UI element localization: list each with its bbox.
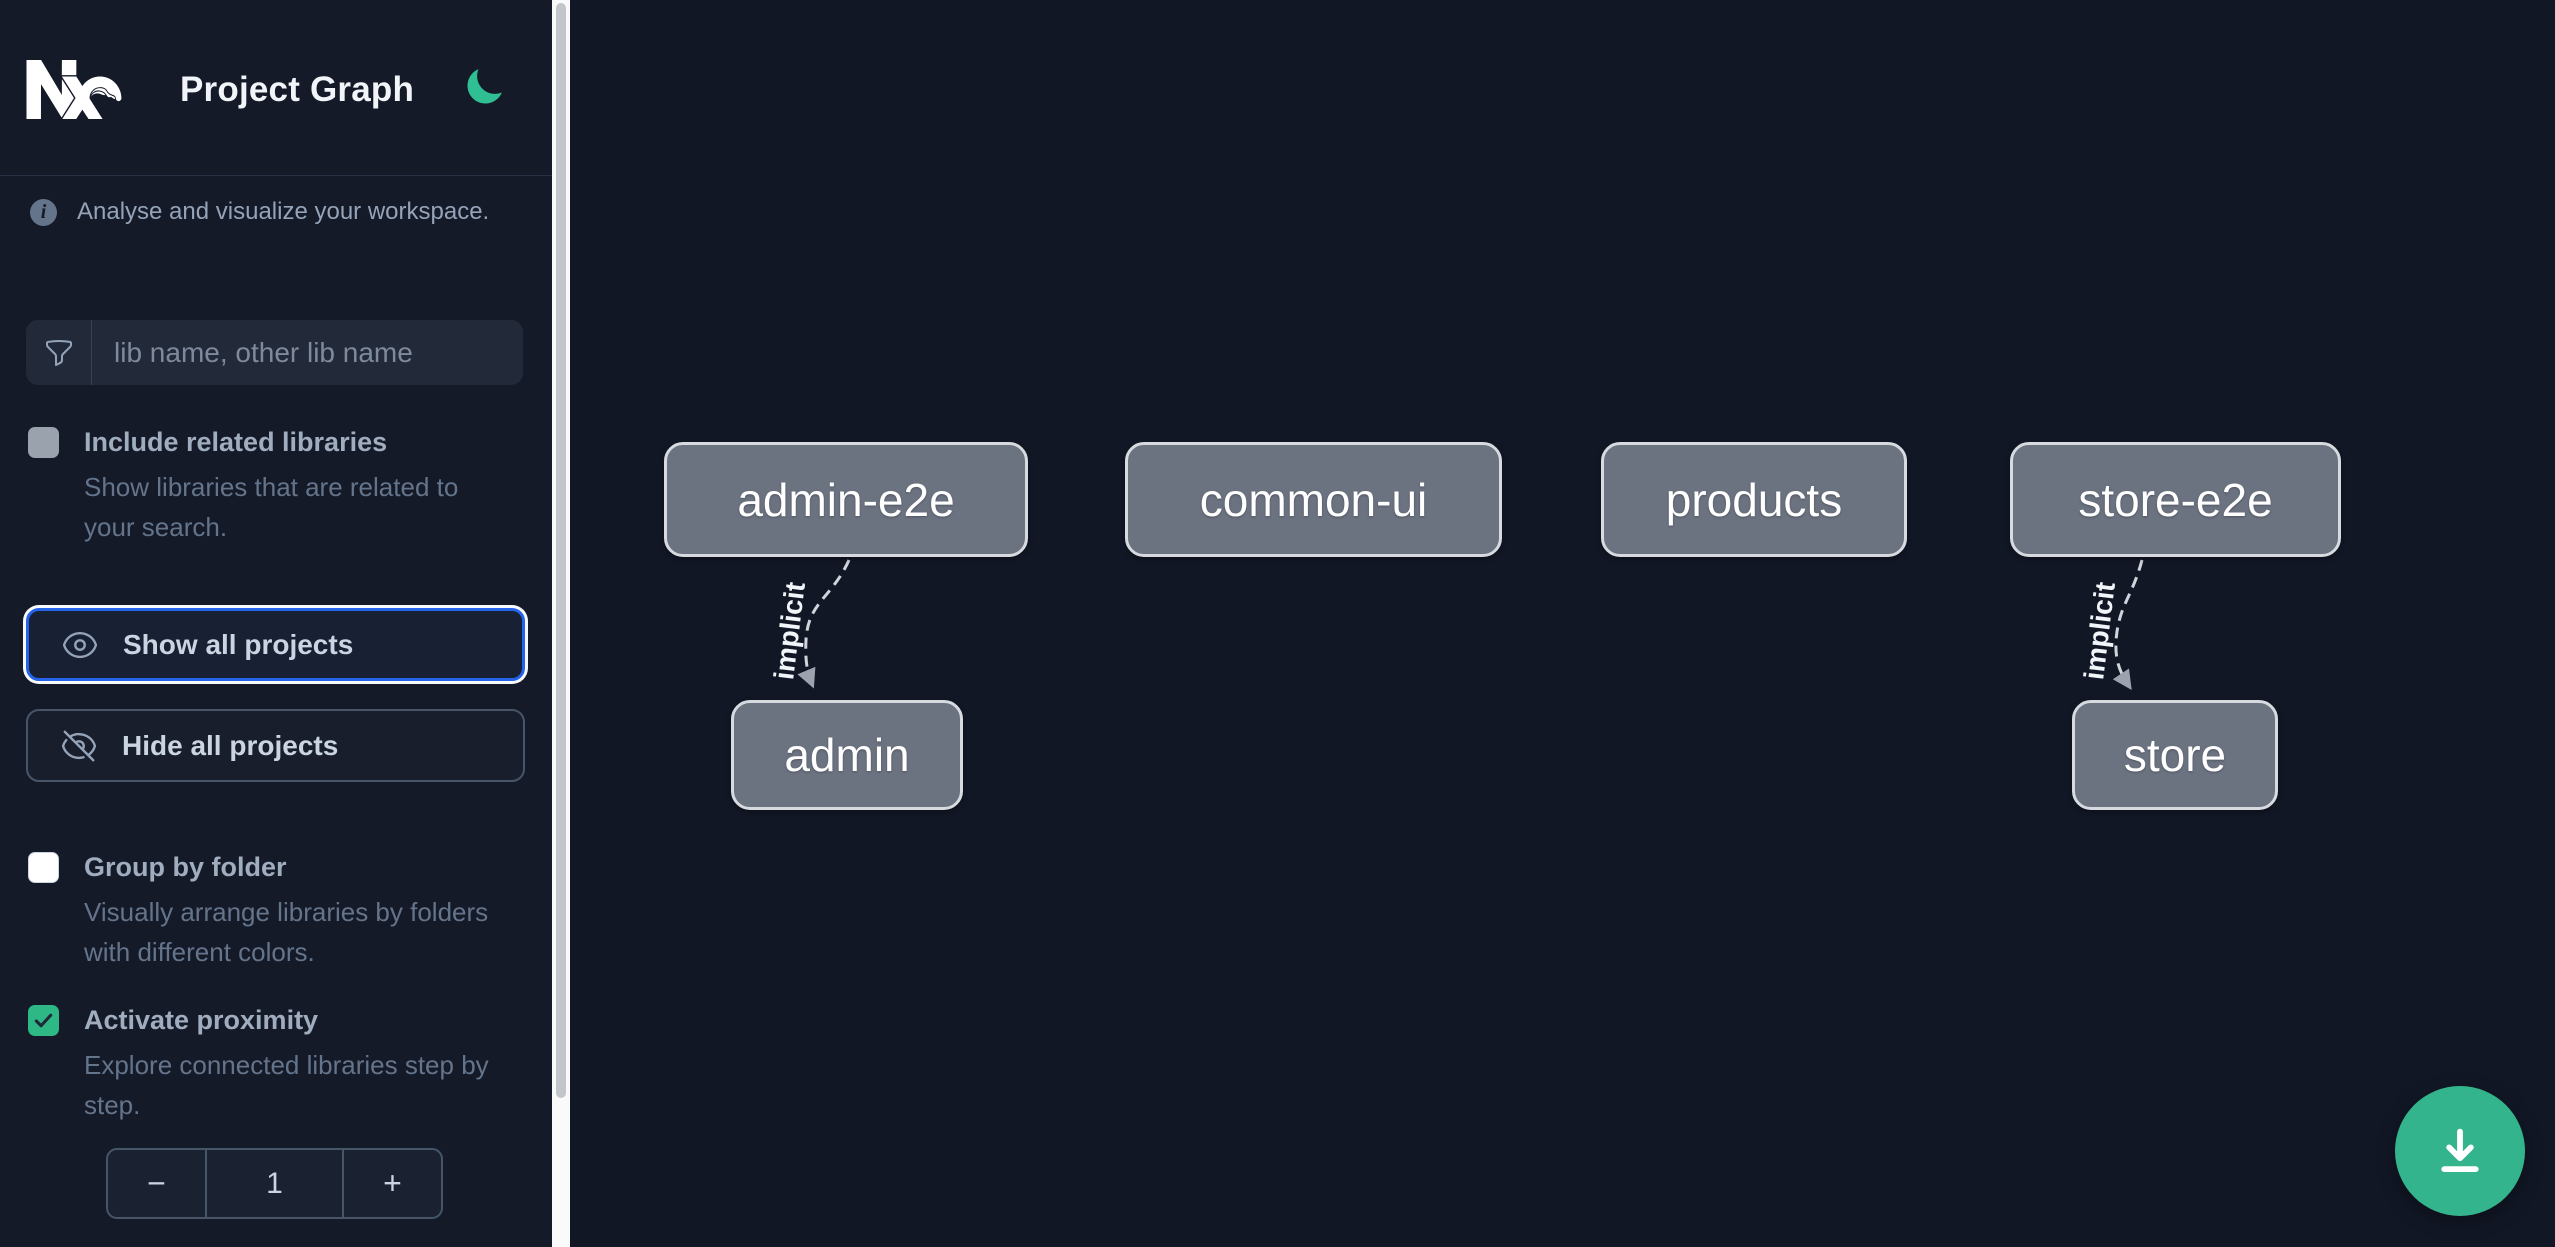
activate-proximity-label[interactable]: Activate proximity [84,1005,319,1035]
decrement-button[interactable]: − [108,1150,207,1217]
activate-proximity-description: Explore connected libraries step by step… [84,1050,489,1120]
include-related-label[interactable]: Include related libraries [84,427,388,457]
sidebar: Project Graph i Analyse and visualize yo… [0,0,552,1247]
eye-icon [62,631,98,658]
option-include-related: Include related libraries Show libraries… [28,427,528,547]
sidebar-scrollbar-thumb[interactable] [556,3,566,1098]
node-admin-e2e[interactable]: admin-e2e [664,442,1028,557]
search-input[interactable] [92,320,523,385]
sidebar-header: Project Graph [0,0,552,176]
graph-edges: implicit implicit [768,559,2144,691]
node-store-e2e[interactable]: store-e2e [2010,442,2341,557]
increment-button[interactable]: + [342,1150,441,1217]
download-icon [2441,1128,2479,1173]
show-all-projects-button[interactable]: Show all projects [26,608,525,681]
option-activate-proximity: Activate proximity Explore connected lib… [28,1005,528,1125]
show-all-projects-label: Show all projects [123,628,354,660]
download-graph-button[interactable] [2395,1086,2525,1216]
eye-off-icon [61,730,97,761]
proximity-depth-stepper: − 1 + [106,1148,443,1219]
edge-admin-e2e-admin [797,559,851,689]
activate-proximity-checkbox[interactable] [28,1005,59,1036]
node-common-ui[interactable]: common-ui [1125,442,1502,557]
hide-all-projects-button[interactable]: Hide all projects [26,709,525,782]
theme-toggle-button[interactable] [458,62,510,114]
page-title: Project Graph [180,70,415,109]
tagline: i Analyse and visualize your workspace. [30,198,489,226]
search-filter-box [26,320,523,385]
moon-icon [467,68,502,103]
hide-all-projects-label: Hide all projects [122,729,339,761]
node-admin[interactable]: admin [731,700,963,810]
node-products[interactable]: products [1601,442,1907,557]
graph-canvas[interactable]: implicit implicit admin-e2e common-ui pr… [570,0,2555,1247]
group-by-folder-checkbox[interactable] [28,852,59,883]
info-icon: i [30,198,57,226]
include-related-checkbox[interactable] [28,427,59,458]
funnel-icon [26,320,92,385]
edge-label-implicit-2: implicit [2078,580,2121,681]
option-group-by-folder: Group by folder Visually arrange librari… [28,852,528,972]
proximity-depth-value[interactable]: 1 [266,1166,283,1200]
include-related-description: Show libraries that are related to your … [84,472,459,542]
group-by-folder-label[interactable]: Group by folder [84,852,287,882]
tagline-text: Analyse and visualize your workspace. [77,198,490,225]
edge-store-e2e-store [2112,559,2144,691]
edge-label-implicit-1: implicit [768,580,811,681]
checkmark-icon [34,1013,53,1028]
node-store[interactable]: store [2072,700,2278,810]
sidebar-scrollbar[interactable] [552,0,570,1247]
nx-logo [26,59,122,120]
group-by-folder-description: Visually arrange libraries by folders wi… [84,897,489,967]
